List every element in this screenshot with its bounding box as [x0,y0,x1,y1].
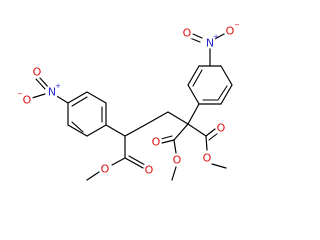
bond [173,139,177,154]
nitro-left-nitrogen: N [48,86,56,99]
bond [220,84,233,105]
bond [161,139,175,144]
nitro-right-nitrogen: N [206,37,214,50]
label-backdrop [181,27,193,39]
label-backdrop [201,152,213,164]
bond [167,111,189,125]
bond [111,157,126,166]
bond [124,124,146,137]
bond [211,163,227,169]
bond [105,124,126,137]
bond [187,103,200,125]
ester-middle-ether-oxygen: O [173,154,182,167]
ester-right-carbonyl-oxygen: O [217,122,226,135]
bond [86,171,100,181]
bond [173,123,189,141]
ester-left-carbonyl-oxygen: O [145,164,154,177]
bond [67,124,88,137]
label-backdrop [31,66,43,78]
nitro-left-o-charge: − [17,90,23,98]
bond [187,65,200,86]
bond [144,111,169,126]
bond [86,91,107,104]
nitro-right-n-charge: + [213,33,219,41]
ester-left-ether-oxygen: O [101,163,110,176]
double-bond [189,37,201,43]
bond [31,93,46,99]
bond [205,128,216,137]
bond [192,33,203,39]
ester-middle-carbonyl-oxygen: O [152,136,161,149]
double-bond-inner [71,121,84,133]
nitro-right-oxygen-right: O [226,25,235,38]
double-bond [35,78,46,90]
double-bond [128,155,146,166]
label-backdrop [204,37,216,49]
double-bond [208,132,219,141]
double-bond [160,135,173,140]
bond [67,91,88,104]
bond [86,124,107,137]
label-backdrop [99,163,111,175]
bond [187,123,207,137]
left-benzene-ring [67,91,107,137]
bond [171,166,177,181]
double-bond-inner [192,69,203,87]
label-backdrop [224,25,236,37]
nitro-left-oxygen-bottom: O [23,94,32,107]
nitro-right-o-charge: − [234,21,240,29]
nitro-left-oxygen-top: O [33,66,42,79]
ester-right-ether-oxygen: O [203,152,212,165]
structure-canvas: N + O O − N + O O − O O O O O O [17,21,240,181]
middle-ester-group [160,123,189,181]
label-backdrop [215,122,227,134]
right-nitro-group [189,33,225,67]
right-benzene-ring [187,65,233,125]
double-bond-inner [71,96,88,107]
label-backdrop [21,94,33,106]
nitro-right-oxygen-left: O [183,27,192,40]
bond [220,65,233,86]
right-ester-group [187,123,227,169]
bond [54,94,69,104]
molecule-structure: N + O O − N + O O − O O O O O O [17,21,240,181]
bond [187,84,200,105]
left-nitro-group [31,77,69,104]
bond [124,157,144,169]
label-backdrop [46,86,58,98]
label-backdrop [171,154,183,166]
label-backdrop [150,136,162,148]
bond [205,135,208,151]
double-bond-inner [217,85,228,101]
left-ester-group [86,124,146,181]
bond [39,77,50,89]
label-backdrop [143,164,155,176]
nitro-left-n-charge: + [55,82,61,90]
